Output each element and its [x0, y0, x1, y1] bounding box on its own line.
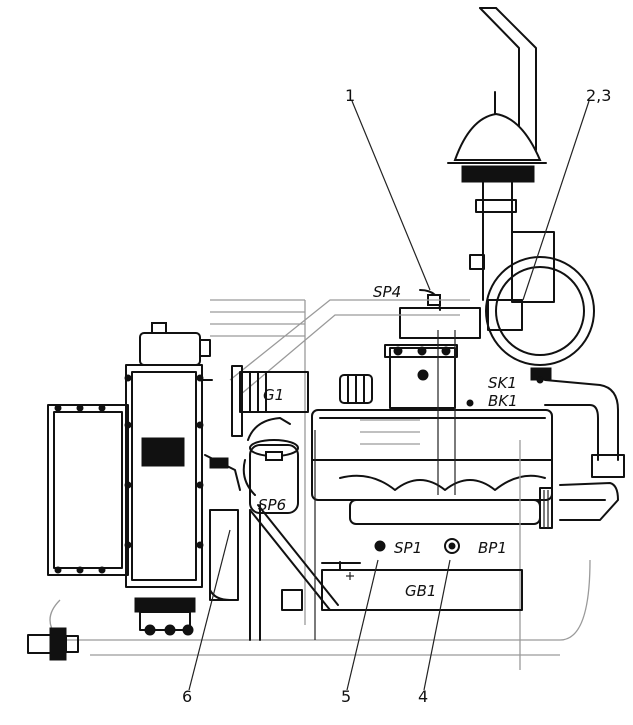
- sensor-sp1: [374, 540, 386, 552]
- sensor-sk1: [536, 376, 544, 384]
- label-sp1: SP1: [394, 539, 422, 557]
- thermostat-housing: [339, 374, 474, 407]
- label-sp4: SP4: [373, 283, 401, 301]
- label-g1: G1: [263, 386, 284, 404]
- label-gb1: GB1: [405, 582, 436, 600]
- sensor-bp1: [444, 538, 460, 554]
- callout-6: 6: [182, 687, 192, 706]
- callout-1: 1: [345, 86, 355, 105]
- label-bp1: BP1: [478, 539, 507, 557]
- cooling-pipes: [544, 379, 625, 521]
- front-coupling: [27, 627, 79, 661]
- fan-shroud: [204, 454, 241, 601]
- callout-2-3: 2,3: [586, 86, 611, 105]
- charge-air-cooler: [47, 404, 129, 576]
- label-bk1: BK1: [488, 392, 518, 410]
- exhaust-pipe: [479, 7, 537, 151]
- air-cleaner: [485, 256, 595, 381]
- callout-5: 5: [341, 687, 351, 706]
- engine-head: [384, 289, 481, 495]
- engine-frame: [249, 430, 339, 641]
- fuel-filter-sp6: [242, 417, 299, 514]
- label-sp6: SP6: [258, 496, 286, 514]
- generator-g1: [231, 365, 309, 437]
- lower-hoses: [134, 589, 231, 636]
- battery-gb1: [321, 561, 523, 611]
- expansion-tank: [139, 322, 211, 366]
- callout-4: 4: [418, 687, 428, 706]
- engine-block: [311, 409, 553, 529]
- callout-leaders: [188, 100, 590, 691]
- background-hatching: [49, 299, 591, 670]
- intake-tube: [469, 181, 555, 303]
- radiator: [124, 364, 213, 588]
- air-intake-cap: [447, 91, 547, 183]
- label-sk1: SK1: [488, 374, 517, 392]
